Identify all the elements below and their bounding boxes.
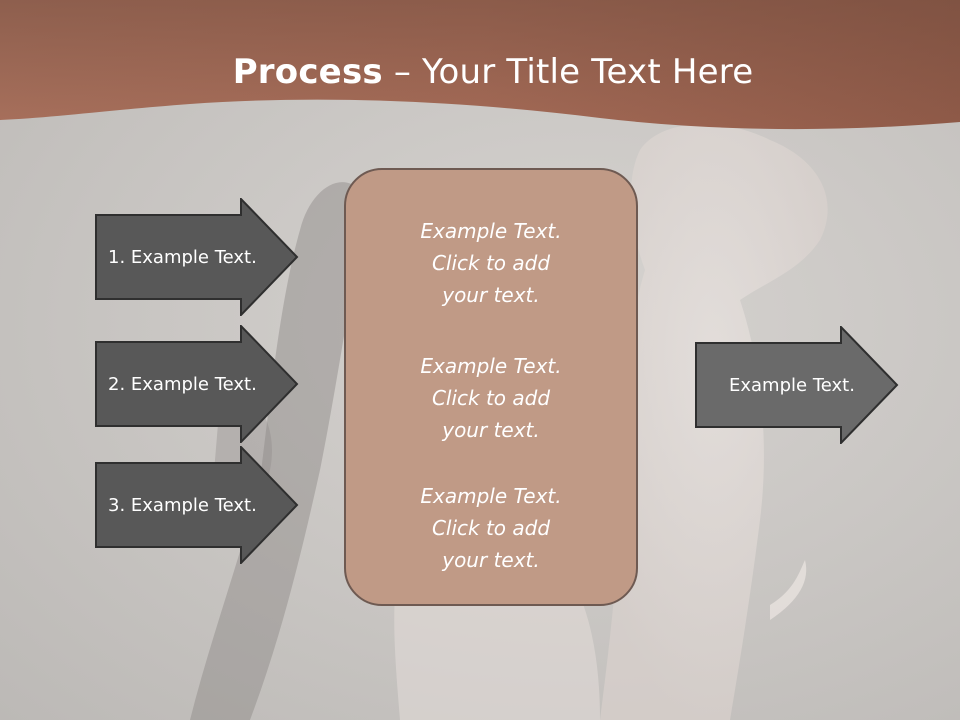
paragraph-line: your text. [442, 548, 540, 572]
header-banner [0, 0, 960, 130]
right-arrow-icon [695, 326, 899, 444]
center-text-box[interactable]: Example Text. Click to add your text. Ex… [344, 168, 638, 606]
output-arrow-label: Example Text. [729, 374, 855, 396]
paragraph-line: Click to add [431, 251, 551, 275]
process-arrow-1[interactable]: 1. Example Text. [95, 198, 299, 316]
paragraph-line: Example Text. [420, 484, 562, 508]
paragraph-line: Click to add [431, 386, 551, 410]
output-arrow[interactable]: Example Text. [695, 326, 899, 444]
paragraph-line: your text. [442, 418, 540, 442]
arrow-label-1: 1. Example Text. [108, 246, 257, 268]
slide-title[interactable]: Process – Your Title Text Here [0, 52, 960, 92]
process-arrow-2[interactable]: 2. Example Text. [95, 325, 299, 443]
title-bold: Process [232, 52, 383, 92]
center-paragraph-2: Example Text. Click to add your text. [346, 350, 636, 446]
right-arrow-icon [95, 198, 299, 316]
paragraph-line: your text. [442, 283, 540, 307]
arrow-label-2: 2. Example Text. [108, 373, 257, 395]
paragraph-line: Example Text. [420, 354, 562, 378]
process-arrow-3[interactable]: 3. Example Text. [95, 446, 299, 564]
right-arrow-icon [95, 446, 299, 564]
right-arrow-icon [95, 325, 299, 443]
center-paragraph-1: Example Text. Click to add your text. [346, 215, 636, 311]
paragraph-line: Click to add [431, 516, 551, 540]
title-rest: – Your Title Text Here [382, 52, 754, 92]
center-paragraph-3: Example Text. Click to add your text. [346, 480, 636, 576]
paragraph-line: Example Text. [420, 219, 562, 243]
arrow-label-3: 3. Example Text. [108, 494, 257, 516]
